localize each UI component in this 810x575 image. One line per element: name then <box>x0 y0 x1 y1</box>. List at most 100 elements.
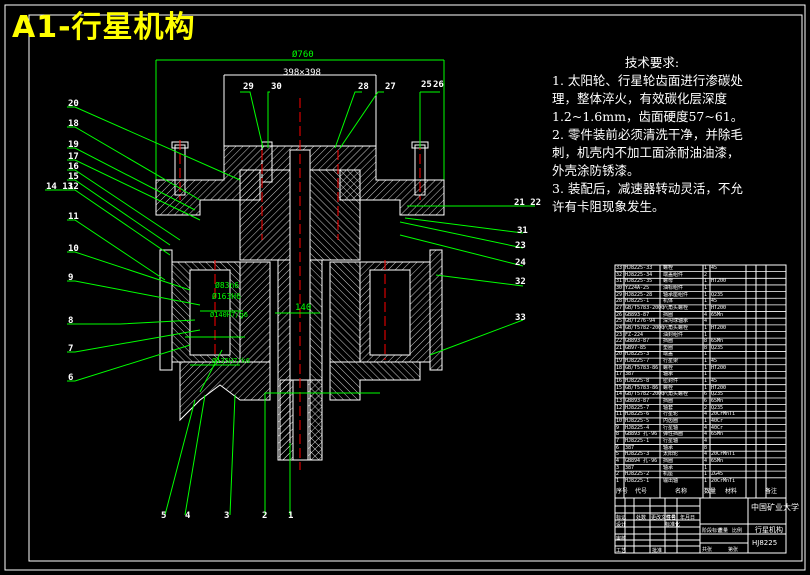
bom-cell-name: 机体 <box>663 298 674 305</box>
dim-center-distance: 140 <box>295 303 312 313</box>
bom-cell-name: 太阳轮 <box>663 451 679 458</box>
bom-cell-code: HJ8225-6 <box>625 411 650 418</box>
bom-cell-no: 7 <box>616 437 620 444</box>
part-label: 9 <box>68 273 74 283</box>
bom-cell-qty: 4 <box>704 457 708 464</box>
outer-border <box>4 4 806 571</box>
bom-cell-no: 21 <box>616 344 623 351</box>
bom-cell-code: GB/T5783-86 <box>625 384 659 391</box>
bom-cell-no: 30 <box>616 284 623 291</box>
bom-cell-qty: 8 <box>704 344 708 351</box>
dim-fit-2: Ø163H6 <box>212 292 241 301</box>
bom-cell-no: 8 <box>616 431 620 438</box>
bom-cell-no: 2 <box>616 471 620 478</box>
university-name: 中国矿业大学 <box>751 503 799 512</box>
part-label: 19 <box>68 140 79 150</box>
bom-cell-name: 六角头螺栓 <box>663 391 689 398</box>
bom-cell-qty: 6 <box>704 391 708 398</box>
bom-cell-qty: 1 <box>704 284 708 291</box>
tech-req-line: 2. 零件装前必须清洗干净，并除毛 <box>552 127 743 142</box>
bom-cell-code: HJ8225-1 <box>625 437 650 444</box>
tech-req-line: 刺，机壳内不加工面涂耐油油漆， <box>552 145 740 160</box>
bom-cell-code: HJ8225-35 <box>625 278 653 285</box>
bom-header-no: 序号 <box>616 488 629 496</box>
part-label: 11 <box>68 212 79 222</box>
bom-cell-no: 32 <box>616 271 623 278</box>
part-label: 27 <box>385 82 396 92</box>
bom-cell-name: 行星轮 <box>663 411 679 418</box>
part-label: 33 <box>515 313 526 323</box>
part-label: 29 <box>243 82 254 92</box>
bom-header-name: 名称 <box>675 488 688 496</box>
bom-cell-code: GB/T276-94 <box>625 318 656 325</box>
bom-cell-no: 33 <box>616 265 623 271</box>
part-label: 18 <box>68 119 79 129</box>
bom-cell-qty: 1 <box>704 298 708 305</box>
bom-cell-material: Q235 <box>711 391 724 398</box>
bom-cell-qty: 4 <box>704 431 708 438</box>
part-label: 1 <box>288 511 294 521</box>
bom-cell-no: 10 <box>616 417 623 424</box>
bom-cell-material: 20CrMnTi <box>711 477 736 484</box>
bom-cell-code: HJ8225-1 <box>625 477 650 484</box>
dimension-square <box>223 74 377 148</box>
bom-cell-name: 垫圈 <box>663 344 674 351</box>
bom-cell-qty: 1 <box>704 364 708 371</box>
inner-border <box>28 14 803 562</box>
bom-cell-no: 13 <box>616 398 623 404</box>
bom-cell-code: GB97-85 <box>625 344 647 351</box>
tb-label-design: 设计 <box>616 522 627 528</box>
bom-cell-no: 16 <box>616 378 623 385</box>
part-label: 3 <box>224 511 230 521</box>
bom-cell-material: HT200 <box>711 364 727 371</box>
bom-cell-qty: 4 <box>704 311 708 318</box>
bom-cell-no: 28 <box>616 298 623 305</box>
bom-cell-material: HT200 <box>711 304 727 311</box>
bom-cell-material: Q235 <box>711 291 724 298</box>
bom-cell-code: 387 <box>625 464 635 471</box>
bom-cell-qty: 4 <box>704 424 708 431</box>
bom-cell-qty: 1 <box>704 384 708 391</box>
part-label: 4 <box>185 511 191 521</box>
centerlines <box>179 98 421 470</box>
bom-cell-material: 45 <box>711 378 718 385</box>
part-label: 7 <box>68 344 74 354</box>
bom-cell-material: ZG45 <box>711 471 724 478</box>
tech-req-line: 许有卡阻现象发生。 <box>552 199 665 214</box>
bom-cell-name: 弹性挡圈 <box>663 431 684 438</box>
bom-cell-no: 24 <box>616 324 623 331</box>
bom-cell-no: 17 <box>616 371 623 378</box>
bom-cell-no: 3 <box>616 464 620 471</box>
bom-cell-no: 27 <box>616 304 623 311</box>
bom-cell-code: YZ24A-25 <box>625 284 650 291</box>
bom-cell-qty: 1 <box>704 291 708 298</box>
bom-cell-no: 25 <box>616 318 623 325</box>
tb-label-stage: 阶段标记 <box>702 528 723 534</box>
bom-cell-code: GB893 孔-96 <box>625 431 658 438</box>
bom-cell-code: HJ8225-33 <box>625 265 653 271</box>
bom-cell-qty: 1 <box>704 278 708 285</box>
bom-cell-material: 65Mn <box>711 398 724 404</box>
dim-fit-4: Ø135H7/k6 <box>212 357 250 365</box>
part-label: 28 <box>358 82 369 92</box>
bom-cell-material: 65Mn <box>711 338 724 345</box>
bom-cell-code: GB893-87 <box>625 398 650 404</box>
bom-cell-qty: 1 <box>704 324 708 331</box>
bom-cell-material: 45 <box>711 298 718 305</box>
drawing-number: HJ8225 <box>752 539 778 547</box>
tb-label-standardize: 标准化 <box>665 522 681 528</box>
bom-cell-name: 端盖 <box>663 351 674 358</box>
